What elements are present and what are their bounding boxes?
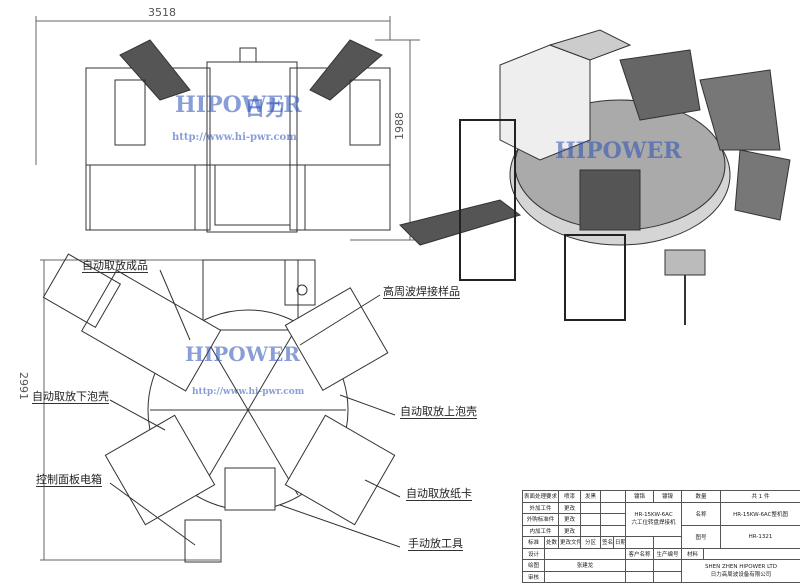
callout-lower-blister: 自动取放下泡壳 [32,390,109,404]
callout-control-box: 控制面板电箱 [36,473,102,487]
tb-sign: 签名 [600,536,615,549]
tb-mark: 标准 [522,536,545,549]
tb-model-desc: 六工位转盘焊接机 [631,520,676,527]
tb-production-no: 生产编号 [653,547,683,560]
tb-drawing-no-label: 图号 [681,524,722,549]
height-dimension-front: 1988 [393,112,406,140]
tb-purchased: 外购标准件 [521,513,560,526]
watermark-brand: HIPOWER [175,92,302,118]
tb-material: 材料 [681,547,705,560]
watermark-brand-cn: 日力 [245,96,285,120]
height-dimension-top: 2991 [17,372,30,400]
tb-change: 更改 [558,501,582,514]
watermark-brand-top: HIPOWER [185,342,301,366]
tb-change-3: 更改 [558,524,582,537]
tb-date: 日期 [613,536,627,549]
tb-surface: 表面处理要求 [521,490,560,503]
tb-outsourced: 外加工件 [521,501,560,514]
tb-company-en: SHEN ZHEN HIPOWER LTD [705,564,778,570]
watermark-url: http://www.hi-pwr.com [172,132,297,143]
callout-upper-blister: 自动取放上泡壳 [400,405,477,419]
callout-manual-tool: 手动放工具 [408,537,463,551]
tb-company-cn: 日力高周波设备有限公司 [710,572,772,578]
tb-drawing: 绘图 [522,559,545,572]
tb-zone: 分区 [580,536,602,549]
callout-hf-welding-sample: 高周波焊接样品 [383,285,460,299]
tb-drawer: 张建龙 [543,559,627,572]
tb-chrome: 镀铬 [625,490,655,503]
tb-review: 审核 [522,570,545,583]
tb-doc-no: 更改文件号 [558,536,582,549]
tb-customer: 客户名称 [625,547,655,560]
tb-model: HR-15KW-6AC [634,512,673,519]
isometric-view [399,29,791,325]
watermark-brand-3d: HIPOWER [555,138,682,164]
top-view [40,253,401,563]
tb-name: HR-15KW-6AC整机图 [720,501,800,526]
tb-change-2: 更改 [558,513,582,526]
front-view [35,16,420,241]
tb-nickel: 镀镍 [653,490,683,503]
tb-internal: 内加工件 [521,524,560,537]
tb-black: 发黑 [580,490,602,503]
tb-qty-label: 数量 [681,490,722,503]
callout-paper-card: 自动取放纸卡 [406,487,472,501]
tb-spray: 喷漆 [558,490,582,503]
tb-drawing-no: HR-1321 [720,524,800,549]
tb-count: 处数 [543,536,560,549]
callout-finished-product: 自动取放成品 [82,259,148,273]
tb-name-label: 名称 [681,501,722,526]
watermark-url-top: http://www.hi-pwr.com [192,387,305,397]
tb-design: 设计 [522,547,545,560]
tb-qty: 共 1 件 [720,490,800,503]
width-dimension: 3518 [148,6,176,19]
